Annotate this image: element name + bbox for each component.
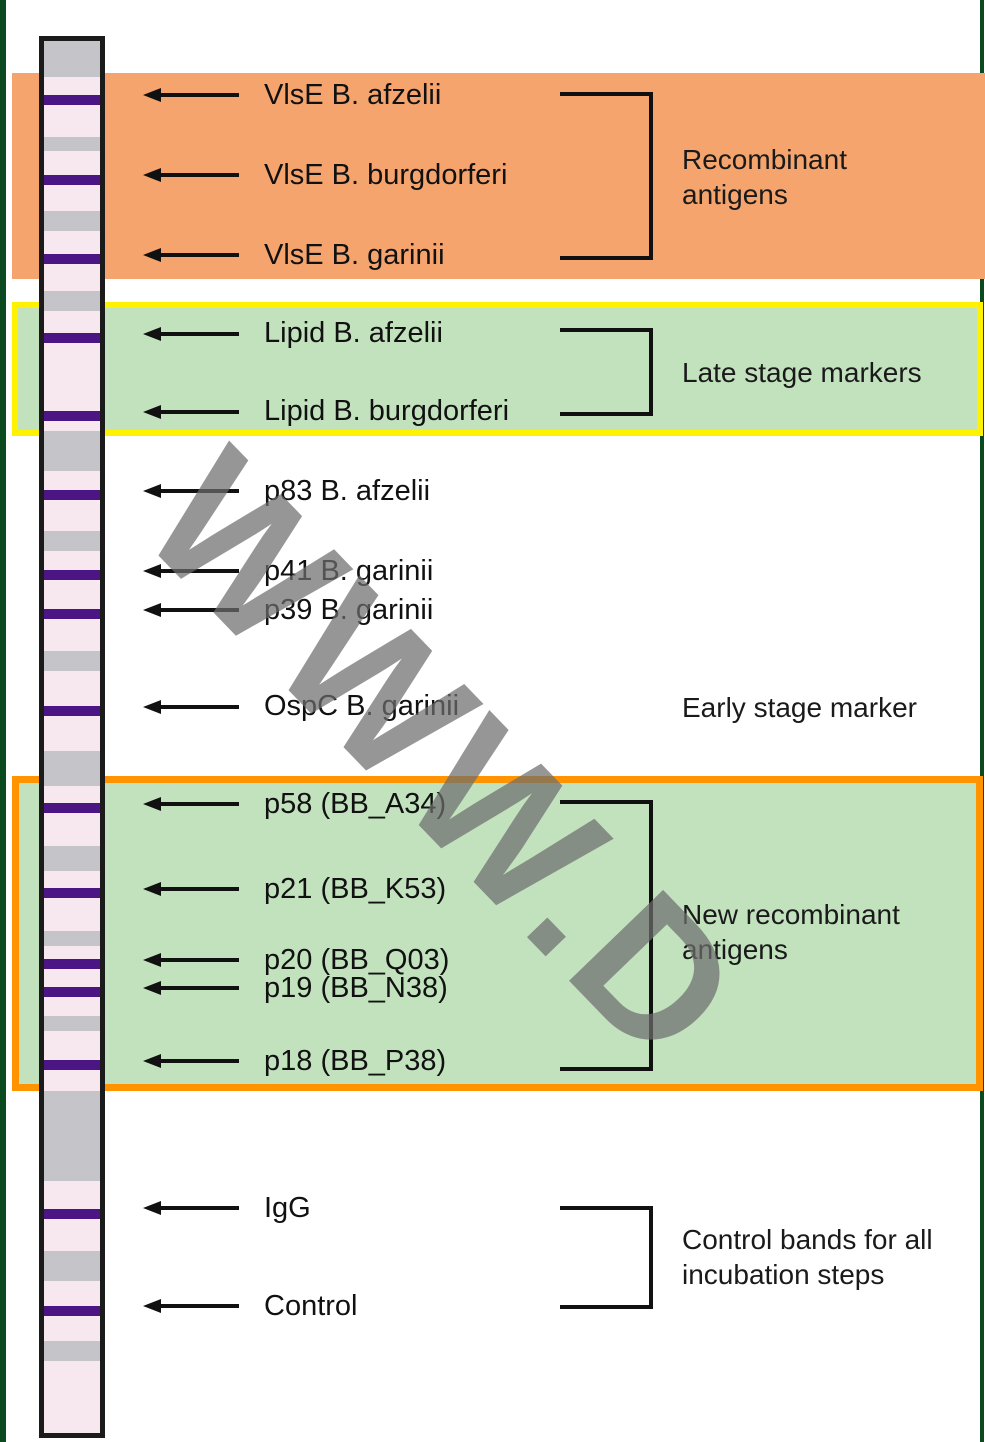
- arrow-icon: [143, 327, 239, 341]
- strip-band-vlse-burgdorferi: [44, 175, 100, 185]
- arrow-icon: [143, 88, 239, 102]
- antigen-label-igg: IgG: [264, 1192, 311, 1224]
- strip-segment: [44, 551, 100, 651]
- antigen-label-p19: p19 (BB_N38): [264, 972, 448, 1004]
- arrow-icon: [143, 1201, 239, 1215]
- antigen-label-p20: p20 (BB_Q03): [264, 944, 450, 976]
- strip-band-p83: [44, 490, 100, 500]
- antigen-label-p18: p18 (BB_P38): [264, 1045, 447, 1077]
- new-recombinant-bracket: [560, 800, 653, 1071]
- arrow-icon: [143, 564, 239, 578]
- antigen-label-p39: p39 B. garinii: [264, 594, 434, 626]
- arrow-icon: [143, 981, 239, 995]
- arrow-icon: [143, 248, 239, 262]
- arrow-icon: [143, 700, 239, 714]
- strip-band-p20: [44, 959, 100, 969]
- antigen-label-vlse-afzelii: VlsE B. afzelii: [264, 79, 442, 111]
- strip-band-p18: [44, 1060, 100, 1070]
- late-stage-bracket: [560, 328, 653, 416]
- group-label-line: Recombinant: [682, 144, 847, 175]
- strip-band-igg: [44, 1209, 100, 1219]
- antigen-label-p21: p21 (BB_K53): [264, 873, 447, 905]
- strip-segment: [44, 786, 100, 846]
- strip-band-p41: [44, 570, 100, 580]
- new-recombinant-antigens-band: [12, 776, 983, 1091]
- arrow-icon: [143, 882, 239, 896]
- strip-segment: [44, 871, 100, 931]
- group-label-line: New recombinant: [682, 899, 900, 930]
- antigen-label-p41: p41 B. garinii: [264, 555, 434, 587]
- left-border-line: [0, 0, 6, 1442]
- antigen-label-lipid-burgdorferi: Lipid B. burgdorferi: [264, 395, 510, 427]
- group-label-line: antigens: [682, 179, 788, 210]
- strip-band-vlse-afzelii: [44, 95, 100, 105]
- group-label-late-stage: Late stage markers: [682, 355, 922, 390]
- antigen-label-vlse-garinii: VlsE B. garinii: [264, 239, 445, 271]
- strip-band-lipid-burgdorferi: [44, 411, 100, 421]
- strip-band-lipid-afzelii: [44, 333, 100, 343]
- group-label-line: antigens: [682, 934, 788, 965]
- arrow-icon: [143, 603, 239, 617]
- right-border-line: [980, 0, 984, 1442]
- strip-band-p39: [44, 609, 100, 619]
- strip-segment: [44, 77, 100, 137]
- strip-band-p19: [44, 987, 100, 997]
- strip-band-ospc: [44, 706, 100, 716]
- arrow-icon: [143, 953, 239, 967]
- group-label-control: Control bands for all incubation steps: [682, 1222, 933, 1292]
- group-label-line: Control bands for all: [682, 1224, 933, 1255]
- antigen-label-p83: p83 B. afzelii: [264, 475, 431, 507]
- strip-band-p58: [44, 803, 100, 813]
- arrow-icon: [143, 1054, 239, 1068]
- strip-segment: [44, 946, 100, 1016]
- strip-segment: [44, 471, 100, 531]
- group-label-line: Late stage markers: [682, 357, 922, 388]
- arrow-icon: [143, 405, 239, 419]
- antigen-label-control: Control: [264, 1290, 358, 1322]
- arrow-icon: [143, 484, 239, 498]
- strip-band-p21: [44, 888, 100, 898]
- group-label-recombinant: Recombinant antigens: [682, 142, 847, 212]
- arrow-icon: [143, 168, 239, 182]
- strip-band-control: [44, 1306, 100, 1316]
- arrow-icon: [143, 1299, 239, 1313]
- group-label-line: Early stage marker: [682, 692, 917, 723]
- group-label-line: incubation steps: [682, 1259, 885, 1290]
- antigen-label-ospc: OspC B. garinii: [264, 690, 460, 722]
- antigen-label-vlse-burgdorferi: VlsE B. burgdorferi: [264, 159, 508, 191]
- recombinant-bracket: [560, 92, 653, 260]
- test-strip: [39, 36, 105, 1438]
- antigen-label-lipid-afzelii: Lipid B. afzelii: [264, 317, 443, 349]
- control-bracket: [560, 1206, 653, 1309]
- group-label-early-stage: Early stage marker: [682, 690, 917, 725]
- strip-band-vlse-garinii: [44, 254, 100, 264]
- group-label-new-recombinant: New recombinant antigens: [682, 897, 900, 967]
- arrow-icon: [143, 797, 239, 811]
- antigen-label-p58: p58 (BB_A34): [264, 788, 447, 820]
- strip-segment: [44, 1361, 100, 1433]
